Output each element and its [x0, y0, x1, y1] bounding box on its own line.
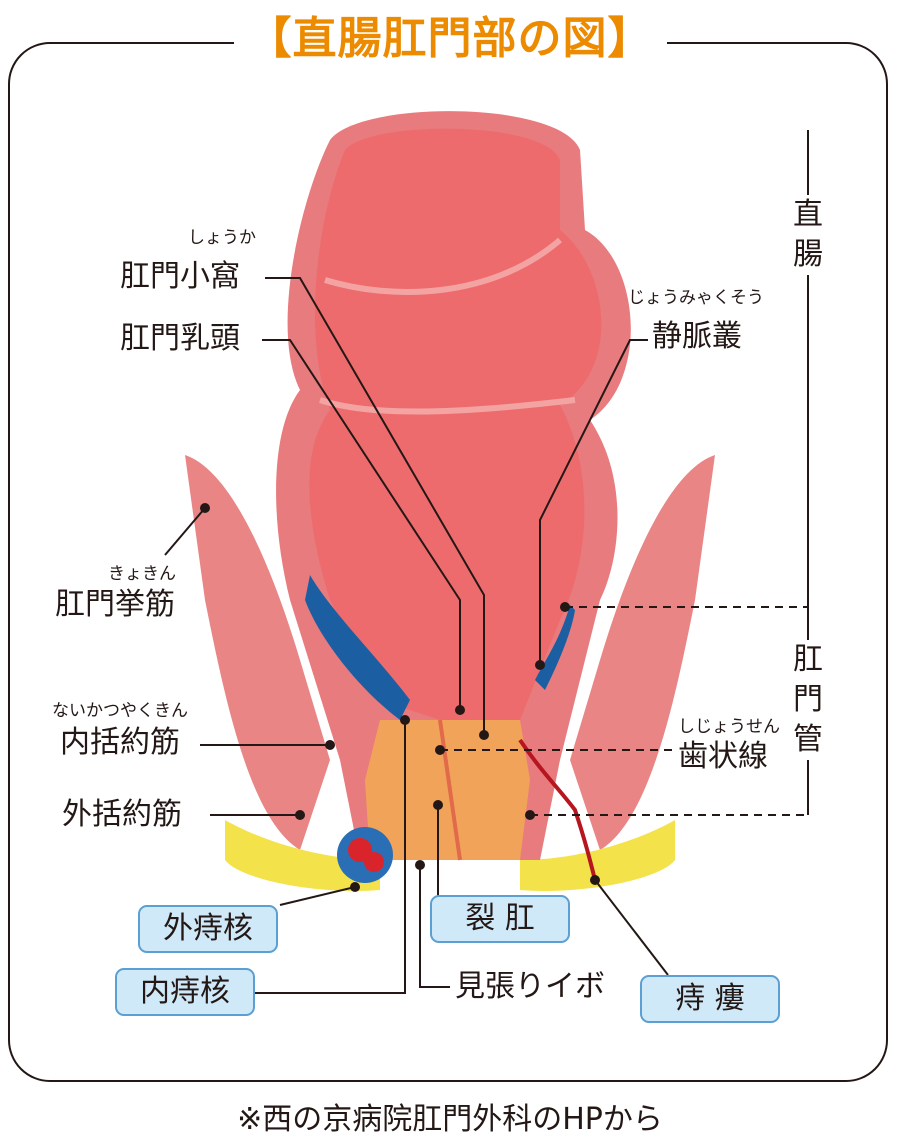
diagram-title: 【直腸肛門部の図】 — [0, 2, 900, 66]
rectum-lumen — [309, 128, 602, 721]
levator-ani-left — [185, 455, 330, 850]
anal-canal-region-label: 肛 門 管 — [791, 640, 825, 760]
anal-canal-char-3: 管 — [793, 722, 823, 757]
anal-canal-char-1: 肛 — [793, 642, 823, 677]
external-hemorrhoid-box: 外痔核 — [138, 905, 278, 953]
anal-fistula-box: 痔 瘻 — [640, 975, 780, 1023]
anal-crypt-label: 肛門小窩 — [120, 259, 240, 294]
dashed-lines — [440, 606, 808, 816]
anal-papilla-label: 肛門乳頭 — [120, 321, 240, 356]
fat-right — [520, 820, 675, 891]
anal-canal-char-2: 門 — [793, 682, 823, 717]
anal-fissure-box: 裂 肛 — [430, 895, 570, 943]
leader-dots — [200, 503, 600, 892]
levator-ani-ruby: きょきん — [108, 564, 176, 584]
venous-plexus-left — [305, 575, 410, 720]
venous-plexus-right — [535, 605, 575, 690]
rectum-char-1: 直 — [793, 197, 823, 232]
fistula-tract — [518, 738, 597, 881]
levator-ani-label: 肛門挙筋 — [55, 587, 175, 622]
anal-canal — [365, 720, 530, 860]
venous-plexus-label: 静脈叢 — [652, 319, 742, 354]
external-sphincter-label: 外括約筋 — [62, 797, 182, 832]
rectum-region-label: 直 腸 — [791, 195, 825, 275]
venous-plexus-ruby: じょうみゃくそう — [628, 288, 764, 308]
dentate-line-ruby: しじょうせん — [678, 717, 780, 737]
internal-sphincter-label: 内括約筋 — [60, 725, 180, 760]
rectum-char-2: 腸 — [793, 237, 823, 272]
internal-sphincter-ruby: ないかつやくきん — [52, 701, 188, 721]
title-text: 【直腸肛門部の図】 — [233, 13, 667, 64]
anal-crypt-ruby: しょうか — [188, 228, 256, 248]
internal-hemorrhoid-box: 内痔核 — [115, 968, 255, 1016]
dentate-line-label: 歯状線 — [678, 739, 768, 774]
fat-left — [225, 820, 380, 891]
source-footer: ※西の京病院肛門外科のHPから — [237, 1102, 663, 1137]
leader-lines — [164, 130, 809, 994]
levator-ani-right — [570, 455, 715, 850]
sentinel-pile-label: 見張りイボ — [455, 969, 605, 1004]
